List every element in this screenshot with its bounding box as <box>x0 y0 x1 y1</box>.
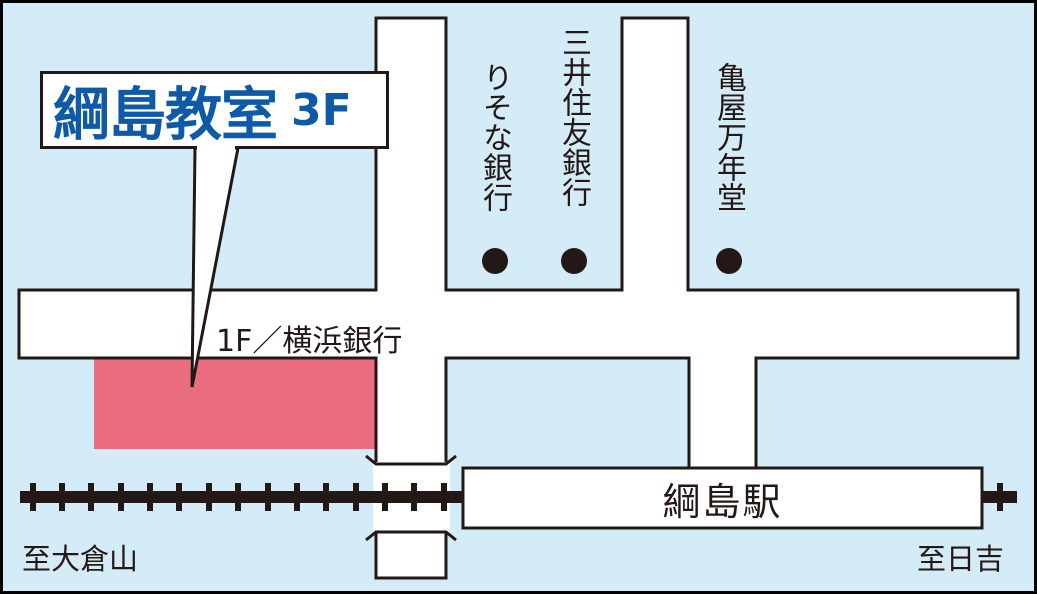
road-south-segment <box>374 530 448 580</box>
landmark-dot-kameya <box>716 248 742 274</box>
landmark-resona: りそな銀行 <box>477 62 512 212</box>
direction-left: 至大倉山 <box>22 542 139 576</box>
callout-join <box>197 146 235 150</box>
landmark-dot-smbc <box>561 248 587 274</box>
landmark-kameya: 亀屋万年堂 <box>711 62 746 212</box>
destination-name: 綱島教室 <box>53 82 278 148</box>
station-name: 綱島駅 <box>662 479 783 524</box>
building-note: 1F／横浜銀行 <box>216 324 403 359</box>
destination-floor: 3F <box>291 84 352 136</box>
crossing-mark-top <box>365 454 457 466</box>
direction-right: 至日吉 <box>917 542 1005 576</box>
landmark-dot-resona <box>482 248 508 274</box>
railway-track <box>20 483 1017 511</box>
station-box <box>461 466 984 530</box>
school-building <box>94 359 376 449</box>
landmark-smbc: 三井住友銀行 <box>556 27 591 207</box>
destination-label[interactable]: 綱島教室 3F <box>40 71 389 149</box>
crossing-mark-bottom <box>365 530 457 542</box>
